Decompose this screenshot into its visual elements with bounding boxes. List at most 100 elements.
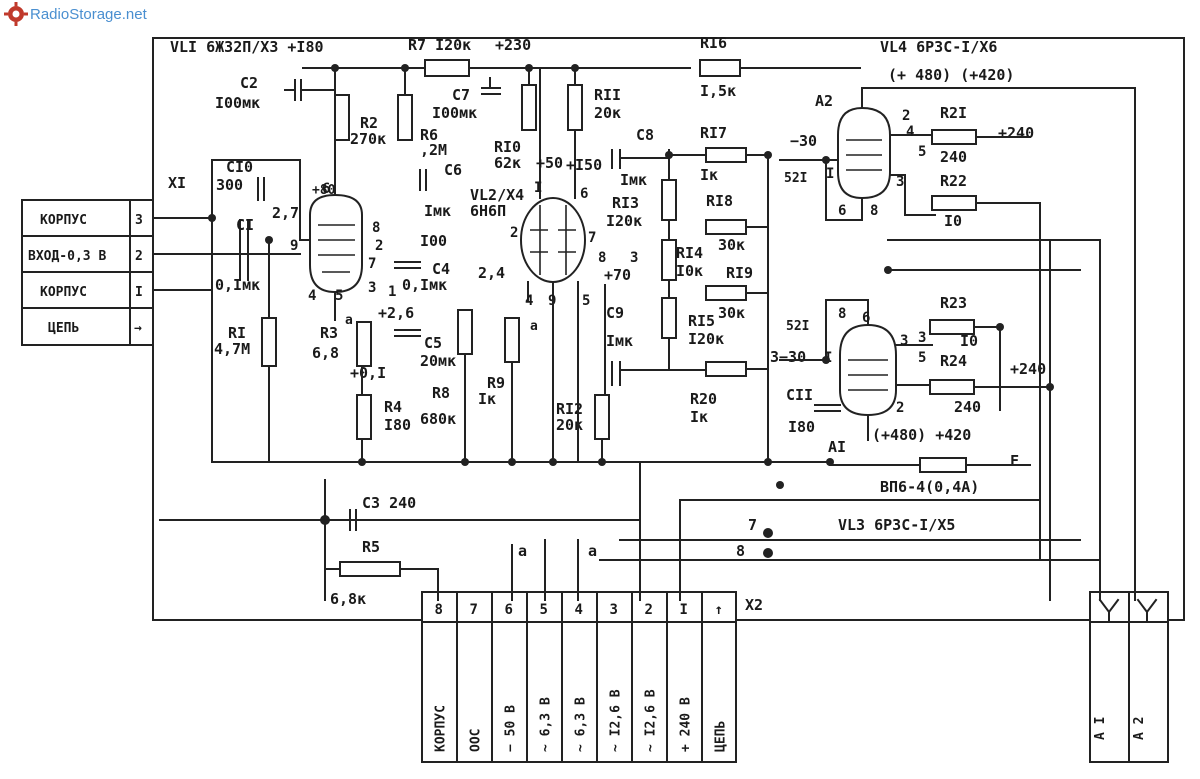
vl3-pin-2: 2 <box>896 400 904 416</box>
plus230-label: +230 <box>495 36 531 54</box>
vl2-type: 6Н6П <box>470 202 506 220</box>
r17-value: Iк <box>700 166 718 184</box>
r13-label: RI3 <box>612 194 639 212</box>
x2-pin-1-number: 8 <box>435 602 443 618</box>
r21-value: 240 <box>940 148 967 166</box>
x2-pin-5-label: ~ 6,3 В <box>574 697 589 752</box>
v01-label: +0,I <box>350 364 386 382</box>
output-connectors <box>1089 591 1169 763</box>
r23-value: I0 <box>960 332 978 350</box>
a2-label: А2 <box>815 92 833 110</box>
p240b-label: +240 <box>1010 360 1046 378</box>
r16-value: I,5к <box>700 82 736 100</box>
r23-label: R23 <box>940 294 967 312</box>
input-row-1-pin: 3 <box>135 213 143 228</box>
c10-value: 300 <box>216 176 243 194</box>
heater-a-1: а <box>345 313 353 328</box>
v50-label: +50 <box>536 154 563 172</box>
vl4-pin-5: 5 <box>918 144 926 160</box>
r22-label: R22 <box>940 172 967 190</box>
input-row-3-label: КОРПУС <box>40 285 87 300</box>
r9-value: Iк <box>478 390 496 408</box>
vl3-pin-5: 5 <box>918 350 926 366</box>
vl3-pin-3: 3 <box>900 333 908 349</box>
supply-connector <box>421 591 737 763</box>
heater-a-2: а <box>530 319 538 334</box>
c1-label: CI <box>236 216 254 234</box>
c10-label: CI0 <box>226 158 253 176</box>
x2-pin-8-label: + 240 В <box>679 697 694 752</box>
v150-label: +I50 <box>566 156 602 174</box>
vertical-resistors <box>261 84 677 440</box>
r15-value: I20к <box>688 330 724 348</box>
r4-value: I80 <box>384 416 411 434</box>
r19-value: 30к <box>718 304 745 322</box>
r7-label: R7 I20к <box>408 36 471 54</box>
r16-label: RI6 <box>700 34 727 52</box>
x2-pin-9-label: ЦЕПЬ <box>714 721 729 752</box>
vl1-pin-3: 3 <box>368 280 376 296</box>
c8-value: Iмк <box>620 171 647 189</box>
vl3-voltages: (+480) +420 <box>872 426 971 444</box>
a1-label: АI <box>828 438 846 456</box>
r14-label: RI4 <box>676 244 703 262</box>
vl1-pin-6: 6 <box>322 181 330 197</box>
c7-label: C7 <box>452 86 470 104</box>
vl2-pin-6: 6 <box>580 186 588 202</box>
v27-label: 2,7 <box>272 204 299 222</box>
v30b-label: 3−30 <box>770 348 806 366</box>
vl4-tube <box>825 87 1136 601</box>
r1-value: 4,7М <box>214 340 250 358</box>
vl2-pin-1: I <box>534 180 542 196</box>
vl4-pin-3: 3 <box>896 174 904 190</box>
vl3-tube <box>825 299 933 441</box>
ref523-label: 52I <box>786 319 809 334</box>
x2-pin-7-label: ~ I2,6 В <box>644 689 659 752</box>
c6-value: Iмк <box>424 202 451 220</box>
vl4-title: VL4 6Р3С-I/X6 <box>880 38 997 56</box>
c11-value: I80 <box>788 418 815 436</box>
vl2-pin-2: 2 <box>510 225 518 241</box>
x2-pin-2-number: 7 <box>470 602 478 618</box>
r20-label: R20 <box>690 390 717 408</box>
vl2-pin-5: 5 <box>582 293 590 309</box>
r19-label: RI9 <box>726 264 753 282</box>
fuse-label: ВП6-4(0,4А) <box>880 478 979 496</box>
vl4-pin-1: I <box>826 166 834 182</box>
r16-resistor <box>699 59 741 77</box>
r21-label: R2I <box>940 104 967 122</box>
c8-label: C8 <box>636 126 654 144</box>
r9-label: R9 <box>487 374 505 392</box>
x2-pin-3-number: 6 <box>505 602 513 618</box>
vl2-tube <box>520 67 586 301</box>
r10-value: 62к <box>494 154 521 172</box>
c9-label: C9 <box>606 304 624 322</box>
vl2-pin-7: 7 <box>588 230 596 246</box>
v70-label: +70 <box>604 266 631 284</box>
c7-value: I00мк <box>432 104 477 122</box>
x2-pin-3-label: − 50 В <box>504 705 519 752</box>
r6-label: R6 <box>420 126 438 144</box>
x2-pin-8-number: I <box>680 602 688 618</box>
heater-a-4: а <box>588 542 597 560</box>
input-row-2-pin: 2 <box>135 249 143 264</box>
r5-label: R5 <box>362 538 380 556</box>
r10-label: RI0 <box>494 138 521 156</box>
gear-logo-icon <box>4 2 28 26</box>
x2-pin-5-number: 4 <box>575 602 583 618</box>
input-connector <box>21 199 301 346</box>
vl1-pin-7: 7 <box>368 256 376 272</box>
heater-a-3: а <box>518 542 527 560</box>
c5-value: 20мк <box>420 352 456 370</box>
c5-label: C5 <box>424 334 442 352</box>
r24-label: R24 <box>940 352 967 370</box>
vl1-pin-5: 5 <box>335 288 343 304</box>
c3-label: C3 240 <box>362 494 416 512</box>
r4-label: R4 <box>384 398 402 416</box>
r18-value: 30к <box>718 236 745 254</box>
input-connector-ref: XI <box>168 174 186 192</box>
r13-value: I20к <box>606 212 642 230</box>
r2-label: R2 <box>360 114 378 132</box>
